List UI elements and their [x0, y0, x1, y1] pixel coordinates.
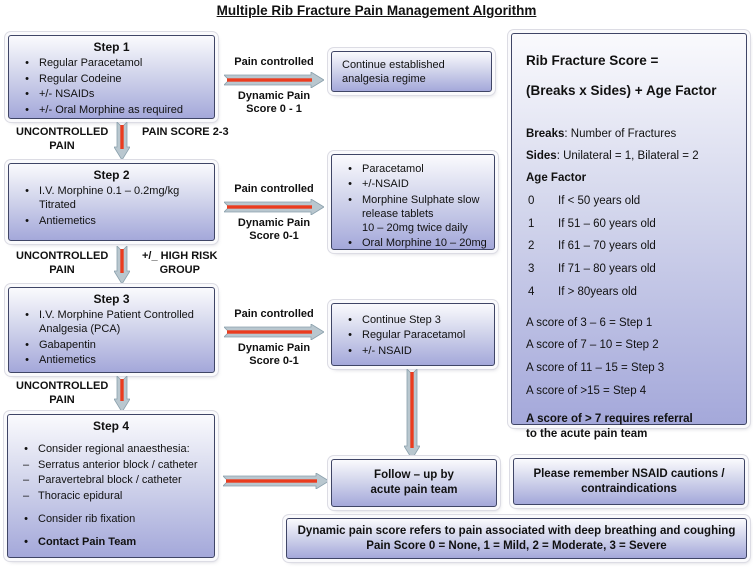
list-item: •Consider rib fixation: [24, 512, 136, 525]
flow-group-1: Pain controlled Dynamic Pain Score 0 - 1: [221, 56, 327, 117]
step-3-box: Step 3 •I.V. Morphine Patient Controlled…: [8, 287, 215, 373]
pain-controlled-label: Pain controlled: [234, 56, 314, 68]
list-item: A score of 11 – 15 = Step 3: [526, 361, 665, 374]
list-item: •Consider regional anaesthesia:: [24, 443, 190, 455]
sides-definition: Sides: Unilateral = 1, Bilateral = 2: [526, 149, 732, 164]
list-item: •Paracetamol: [348, 162, 424, 175]
list-item: •Regular Codeine: [25, 72, 122, 85]
page-title: Multiple Rib Fracture Pain Management Al…: [216, 3, 537, 18]
list-item: A score of 7 – 10 = Step 2: [526, 339, 659, 352]
list-item: •Continue Step 3: [348, 313, 441, 326]
list-item: •Gabapentin: [25, 338, 96, 351]
breaks-text: : Number of Fractures: [564, 128, 677, 141]
high-risk-group-label: +/_ HIGH RISK GROUP: [142, 250, 218, 276]
dynamic-pain-note-box: Dynamic pain score refers to pain associ…: [286, 518, 747, 559]
list-item: •I.V. Morphine Patient Controlled Analge…: [25, 309, 194, 336]
list-item: –Serratus anterior block / catheter: [22, 458, 198, 471]
step-3-list: •I.V. Morphine Patient Controlled Analge…: [9, 308, 214, 367]
connector-step1-step2: UNCONTROLLED PAIN PAIN SCORE 2-3: [16, 122, 229, 160]
outcome-3-list: •Continue Step 3 •Regular Paracetamol •+/-…: [332, 304, 494, 358]
flow-group-3: Pain controlled Dynamic Pain Score 0-1: [221, 308, 327, 369]
uncontrolled-pain-label: UNCONTROLLED PAIN: [16, 380, 109, 406]
list-item: •+/- Oral Morphine as required: [25, 103, 183, 116]
list-item: –Paravertebral block / catheter: [22, 474, 182, 487]
list-item: •Antiemetics: [25, 354, 96, 367]
arrow-down-icon: [114, 122, 130, 160]
step-4-box: Step 4 •Consider regional anaesthesia: –S…: [7, 414, 215, 558]
dynamic-pain-score-label: Dynamic Pain Score 0 - 1: [237, 90, 311, 116]
list-item: •+/- NSAID: [348, 344, 412, 357]
sides-text: : Unilateral = 1, Bilateral = 2: [556, 150, 699, 163]
uncontrolled-pain-label: UNCONTROLLED PAIN: [16, 250, 109, 276]
outcome-1-text: Continue established analgesia regime: [342, 59, 445, 86]
score-formula-line1: Rib Fracture Score =: [526, 53, 659, 68]
step-1-list: •Regular Paracetamol •Regular Codeine •+/-…: [9, 56, 214, 117]
list-item: •Antiemetics: [25, 214, 96, 227]
step-3-header: Step 3: [93, 292, 130, 306]
list-item: •Oral Morphine 10 – 20mg: [348, 237, 487, 250]
step-1-header: Step 1: [93, 40, 130, 54]
uncontrolled-pain-label: UNCONTROLLED PAIN: [16, 126, 109, 152]
arrow-right-icon: [223, 473, 329, 489]
list-item: •Regular Paracetamol: [25, 57, 143, 69]
dynamic-pain-score-label: Dynamic Pain Score 0-1: [237, 217, 311, 243]
outcome-1-box: Continue established analgesia regime: [331, 51, 492, 92]
step-2-list: •I.V. Morphine 0.1 – 0.2mg/kg Titrated •A…: [9, 184, 214, 228]
nsaid-cautions-text: Please remember NSAID cautions / contrai…: [533, 467, 725, 495]
arrow-right-icon: [224, 324, 324, 341]
flow-group-2: Pain controlled Dynamic Pain Score 0-1: [221, 183, 327, 244]
list-item: •+/- NSAIDs: [25, 88, 95, 101]
followup-box: Follow – up by acute pain team: [331, 459, 497, 507]
arrow-down-icon: [114, 246, 130, 284]
arrow-right-icon: [224, 72, 324, 89]
connector-step3-step4: UNCONTROLLED PAIN: [16, 376, 142, 412]
arrow-down-icon: [114, 376, 130, 412]
outcome-2-box: •Paracetamol •+/-NSAID •Morphine Sulphate …: [331, 154, 495, 250]
followup-text: Follow – up by acute pain team: [370, 469, 458, 496]
list-item: •Morphine Sulphate slow release tablets …: [348, 193, 480, 234]
outcome-2-list: •Paracetamol •+/-NSAID •Morphine Sulphate …: [332, 155, 494, 250]
connector-step2-step3: UNCONTROLLED PAIN +/_ HIGH RISK GROUP: [16, 246, 218, 284]
nsaid-cautions-box: Please remember NSAID cautions / contrai…: [513, 458, 745, 505]
arrow-right-icon: [224, 199, 324, 216]
rib-fracture-score-panel: Rib Fracture Score = (Breaks x Sides) + …: [511, 33, 747, 440]
step-1-box: Step 1 •Regular Paracetamol •Regular Code…: [8, 35, 215, 119]
list-item: A score of 3 – 6 = Step 1: [526, 316, 653, 329]
step-2-box: Step 2 •I.V. Morphine 0.1 – 0.2mg/kg Tit…: [8, 163, 215, 241]
breaks-definition: Breaks: Number of Fractures: [526, 127, 732, 142]
pain-controlled-label: Pain controlled: [234, 183, 314, 195]
list-item: A score of >15 = Step 4: [526, 384, 647, 397]
list-item: •Contact Pain Team: [24, 535, 137, 548]
step-4-header: Step 4: [92, 419, 129, 433]
age-factor-heading: Age Factor: [526, 171, 587, 184]
list-item: •Regular Paracetamol: [348, 329, 466, 342]
dynamic-pain-score-label: Dynamic Pain Score 0-1: [237, 342, 311, 368]
pain-controlled-label: Pain controlled: [234, 308, 314, 320]
list-item: –Thoracic epidural: [22, 489, 123, 502]
sides-term: Sides: [526, 150, 557, 163]
score-mapping-list: A score of 3 – 6 = Step 1 A score of 7 – …: [526, 316, 732, 399]
score-formula-line2: (Breaks x Sides) + Age Factor: [526, 82, 717, 98]
dynamic-pain-note-text: Dynamic pain score refers to pain associ…: [297, 524, 736, 552]
referral-note: A score of > 7 requires referral to the …: [526, 413, 693, 441]
breaks-term: Breaks: [526, 128, 565, 141]
step-4-list: •Consider regional anaesthesia: –Serratus…: [8, 442, 214, 549]
step-2-header: Step 2: [93, 168, 130, 182]
outcome-3-box: •Continue Step 3 •Regular Paracetamol •+/-…: [331, 303, 495, 366]
arrow-down-icon: [404, 369, 420, 459]
list-item: •+/-NSAID: [348, 178, 409, 191]
pain-score-label: PAIN SCORE 2-3: [142, 126, 229, 138]
list-item: •I.V. Morphine 0.1 – 0.2mg/kg Titrated: [25, 185, 180, 212]
